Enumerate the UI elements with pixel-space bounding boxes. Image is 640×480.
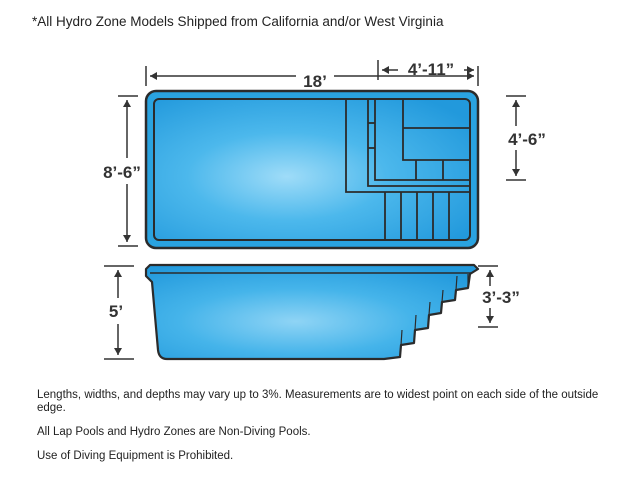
width-dimension: [118, 95, 138, 247]
depth-label: 5’: [109, 302, 123, 321]
step-depth-label: 4’-6”: [508, 130, 546, 149]
width-label: 8’-6”: [103, 163, 141, 182]
step-width-label: 4’-11”: [408, 60, 454, 79]
step-height-dimension: [478, 265, 498, 328]
step-width-dimension: [377, 60, 474, 80]
top-steps: [345, 99, 470, 240]
step-depth-dimension: [506, 95, 526, 181]
shipping-note: *All Hydro Zone Models Shipped from Cali…: [32, 14, 444, 29]
depth-dimension: [104, 265, 134, 360]
step-height-label: 3’-3”: [482, 288, 520, 307]
length-label: 18’: [303, 72, 327, 91]
non-diving-note: All Lap Pools and Hydro Zones are Non-Di…: [37, 426, 311, 438]
side-step-edges: [400, 274, 469, 346]
side-view: 5’ 3’-3”: [104, 263, 520, 361]
length-dimension: [145, 66, 479, 86]
tolerance-note: Lengths, widths, and depths may vary up …: [37, 389, 599, 414]
notes: Lengths, widths, and depths may vary up …: [37, 389, 607, 474]
pool-top-inner: [153, 98, 471, 241]
prohibited-note: Use of Diving Equipment is Prohibited.: [37, 450, 234, 462]
top-view: 18’ 4’-11” 8’-6” 4’-6: [103, 60, 546, 250]
pool-side-profile: [144, 263, 480, 361]
